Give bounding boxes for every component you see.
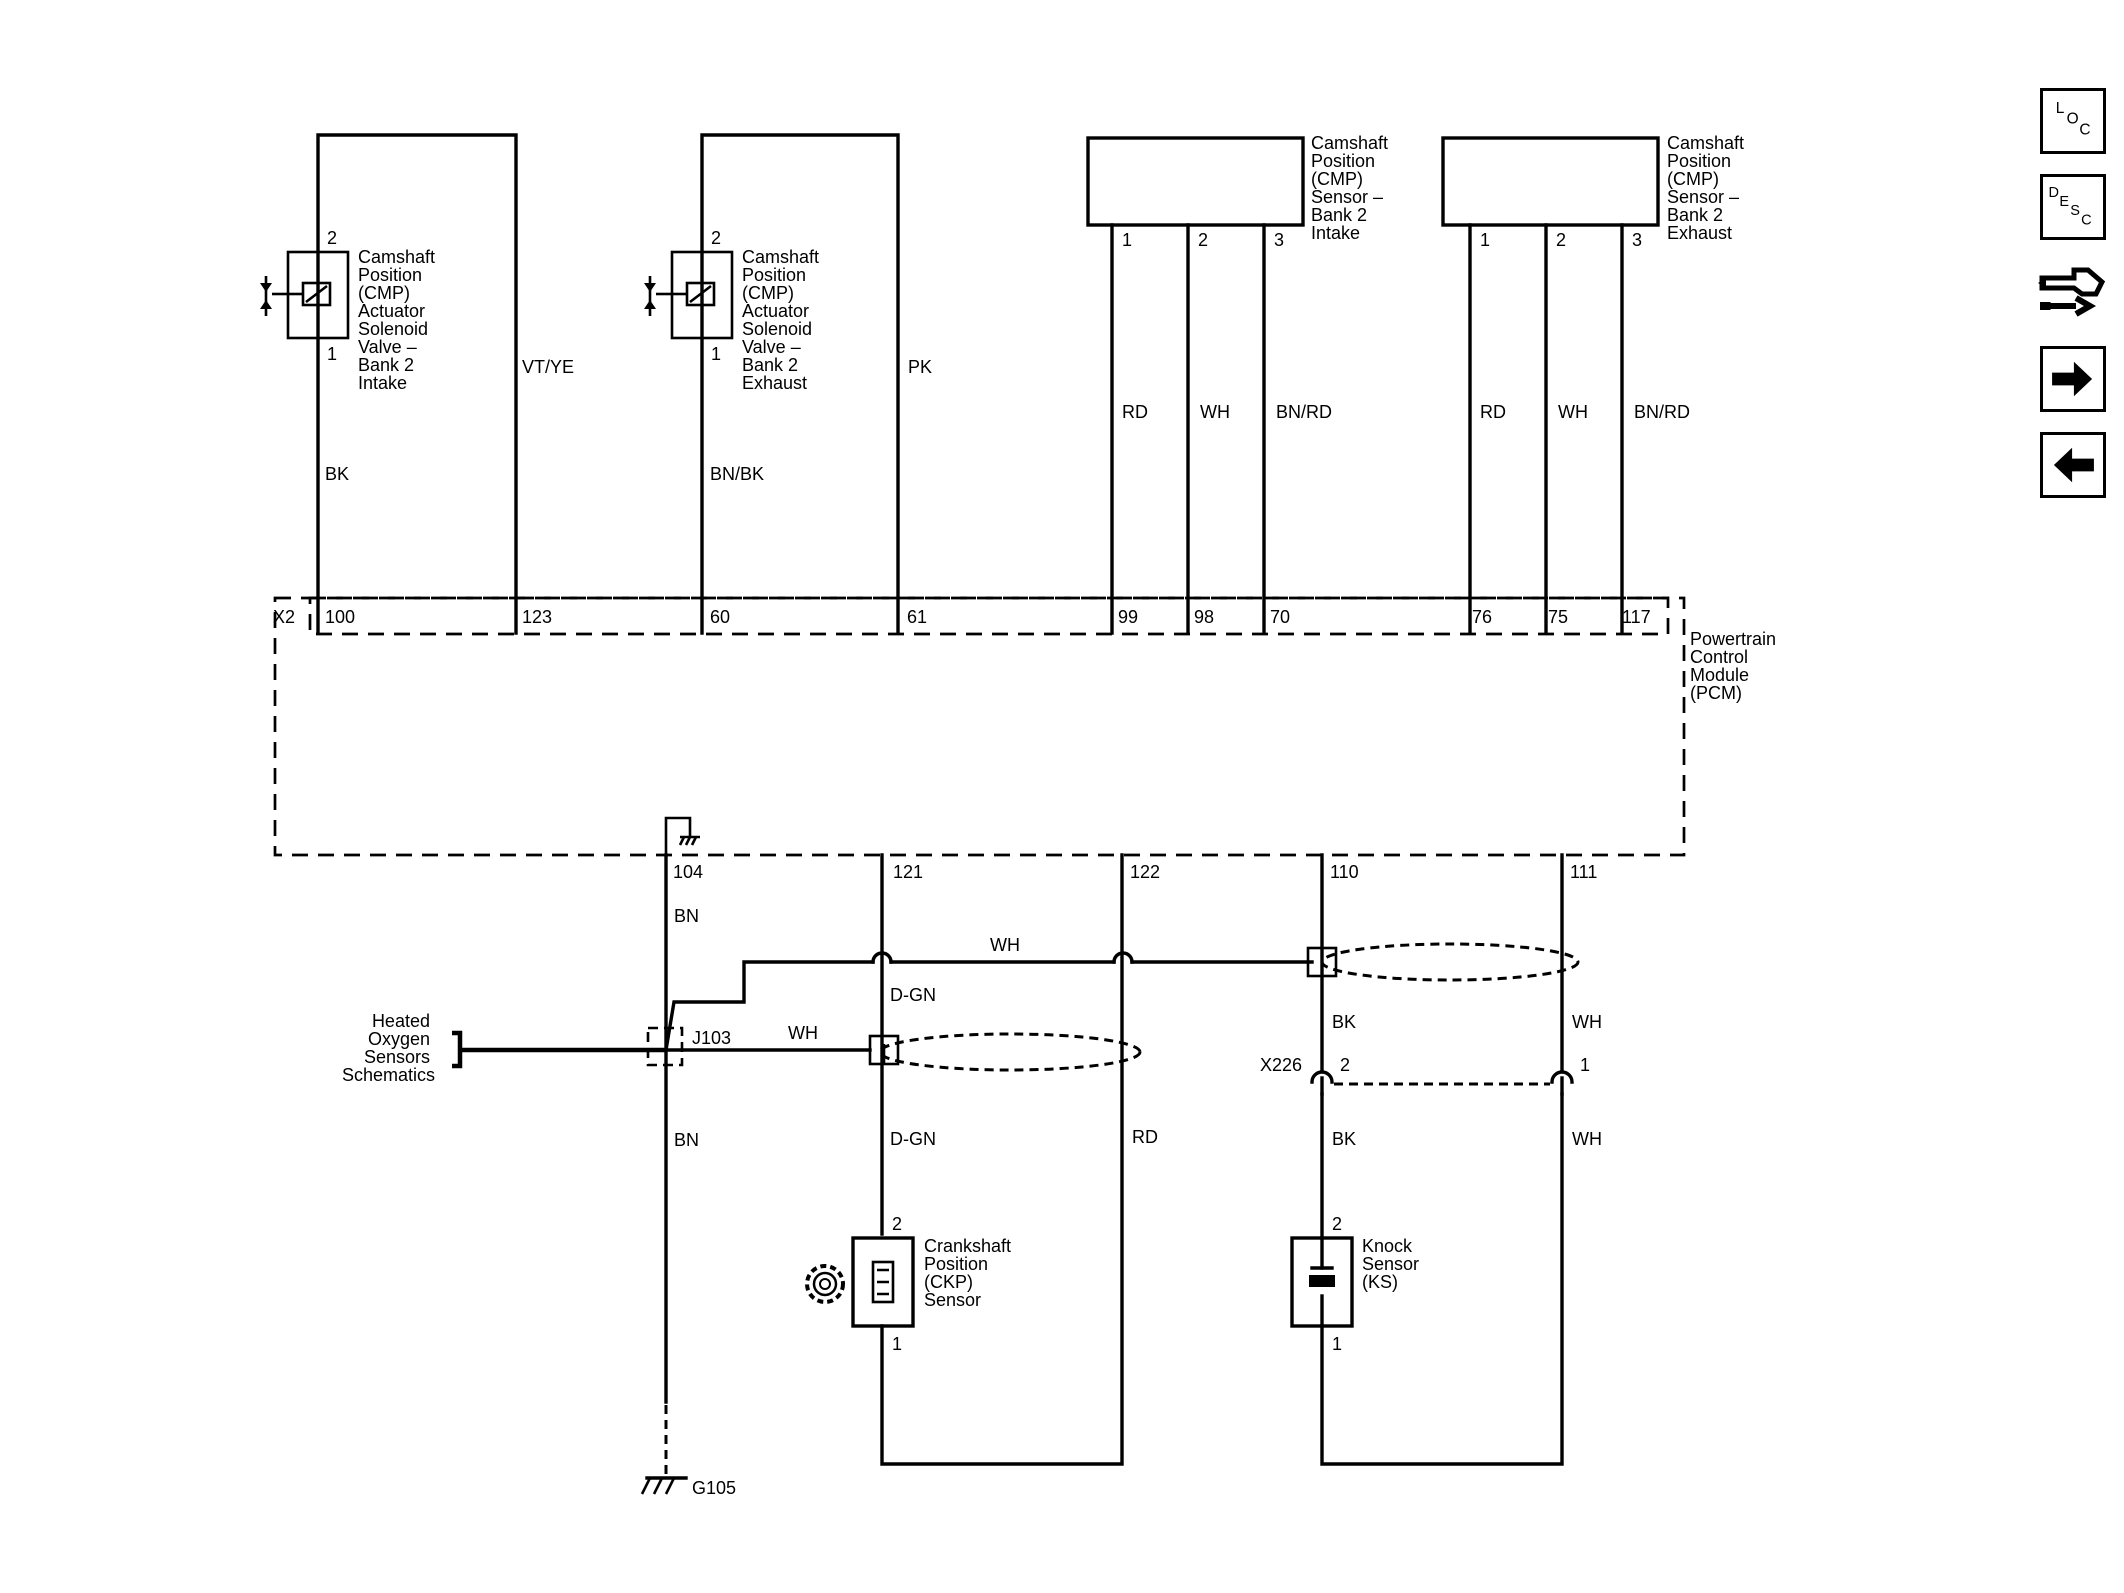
wire-color-label: RD	[1480, 402, 1506, 422]
component-label: Camshaft Position (CMP) Sensor – Bank 2 …	[1311, 133, 1393, 243]
pcm-top-pins: 100 123 60 61 99 98 70 76 75 117	[325, 607, 1651, 627]
pin-label: 2	[1198, 230, 1208, 250]
pulse-width-icon	[644, 276, 672, 316]
svg-text:E: E	[2059, 194, 2069, 210]
location-button[interactable]: L O C	[2040, 88, 2106, 154]
pin-label: 1	[1122, 230, 1132, 250]
pin-label: 123	[522, 607, 552, 627]
component-label: Camshaft Position (CMP) Actuator Solenoi…	[742, 247, 824, 393]
wire-color-label: BN	[674, 1130, 699, 1150]
pin-label: 99	[1118, 607, 1138, 627]
wire-color-label: WH	[1200, 402, 1230, 422]
wire-color-label: WH	[1572, 1012, 1602, 1032]
wire-color-label: BK	[1332, 1129, 1356, 1149]
description-button[interactable]: D E S C	[2040, 174, 2106, 240]
pin-label: 3	[1632, 230, 1642, 250]
pin-label: 1	[1580, 1055, 1590, 1075]
pin-label: 1	[1332, 1334, 1342, 1354]
pin-label: 2	[1340, 1055, 1350, 1075]
component-label: Camshaft Position (CMP) Sensor – Bank 2 …	[1667, 133, 1749, 243]
ground-label: G105	[692, 1478, 736, 1498]
wire-color-label: D-GN	[890, 1129, 936, 1149]
wire-color-label: BN/RD	[1634, 402, 1690, 422]
pin-label: 110	[1330, 862, 1359, 882]
pulse-width-icon	[260, 276, 288, 316]
next-page-button[interactable]	[2040, 346, 2106, 412]
internal-ground-icon	[664, 816, 700, 855]
pcm-module: X2 Powertrain Control Module (PCM)	[273, 596, 1781, 857]
wire-color-label: WH	[788, 1023, 818, 1043]
pin-label: 100	[325, 607, 355, 627]
wire-color-label: WH	[990, 935, 1020, 955]
pin-label: 122	[1130, 862, 1160, 882]
pin-label: 121	[893, 862, 923, 882]
pin-label: 2	[327, 228, 337, 248]
wire-color-label: BN/RD	[1276, 402, 1332, 422]
wire-color-label: RD	[1132, 1127, 1158, 1147]
previous-page-button[interactable]	[2040, 432, 2106, 498]
pin-label: 60	[710, 607, 730, 627]
component-label: Knock Sensor (KS)	[1362, 1236, 1424, 1292]
pin-label: 104	[673, 862, 703, 882]
cmp-sensor-intake: 1 2 3 Camshaft Position (CMP) Sensor – B…	[1086, 133, 1393, 635]
pin-label: 2	[1332, 1214, 1342, 1234]
pin-label: 111	[1570, 862, 1597, 882]
wire-color-label: VT/YE	[522, 357, 574, 377]
pin-label: 3	[1274, 230, 1284, 250]
pcm-bottom-pins: 104 121 122 110 111	[673, 862, 1597, 882]
splice-label: J103	[692, 1028, 731, 1048]
pin-label: 76	[1472, 607, 1492, 627]
svg-text:C: C	[2079, 122, 2090, 139]
svg-text:O: O	[2067, 111, 2079, 128]
wire-color-label: WH	[1572, 1129, 1602, 1149]
pin-label: 1	[892, 1334, 902, 1354]
knock-sensor: X226 2 1 2 1 Knock Sensor (KS) BK WH BK …	[1260, 853, 1602, 1466]
pin-label: 61	[907, 607, 927, 627]
wire-color-label: WH	[1558, 402, 1588, 422]
pcm-label: Powertrain Control Module (PCM)	[1690, 629, 1781, 703]
pin-label: 1	[711, 344, 721, 364]
pin-label: 1	[1480, 230, 1490, 250]
arrow-left-icon	[2053, 447, 2094, 483]
wire-color-label: BK	[325, 464, 349, 484]
ckp-sensor: 2 1 Crankshaft Position (CKP) Sensor D-G…	[805, 853, 1158, 1466]
wire-color-label: BN	[674, 906, 699, 926]
pin-label: 2	[711, 228, 721, 248]
svg-text:C: C	[2081, 212, 2092, 228]
arrow-right-icon	[2052, 361, 2093, 397]
connector-wrench-icon	[2038, 267, 2106, 317]
pin-label: 98	[1194, 607, 1214, 627]
loc-icon: L O C	[2056, 100, 2091, 139]
component-label: Camshaft Position (CMP) Actuator Solenoi…	[358, 247, 440, 393]
pin-label: 2	[892, 1214, 902, 1234]
wire-color-label: BK	[1332, 1012, 1356, 1032]
gear-icon	[805, 1264, 845, 1304]
cmp-actuator-exhaust: 2 1 Camshaft Position (CMP) Actuator Sol…	[644, 133, 932, 635]
connector-label: X226	[1260, 1055, 1302, 1075]
component-label: Crankshaft Position (CKP) Sensor	[924, 1236, 1016, 1310]
cmp-actuator-intake: 2 1 Camshaft Position (CMP) Actuator Sol…	[260, 133, 574, 635]
wire-color-label: D-GN	[890, 985, 936, 1005]
pcm-connector-x2: X2	[273, 607, 295, 627]
cmp-sensor-exhaust: 1 2 3 Camshaft Position (CMP) Sensor – B…	[1441, 133, 1749, 635]
ground-circuit: G105 BN BN J103 Heated Oxygen Sensors Sc…	[342, 816, 1314, 1498]
svg-text:S: S	[2070, 203, 2080, 219]
pin-label: 117	[1622, 607, 1651, 627]
svg-text:D: D	[2048, 185, 2059, 201]
desc-icon: D E S C	[2048, 185, 2092, 228]
pin-label: 75	[1548, 607, 1568, 627]
pin-label: 1	[327, 344, 337, 364]
pin-label: 70	[1270, 607, 1290, 627]
ground-icon	[640, 1476, 688, 1495]
connector-tool-button[interactable]	[2036, 250, 2110, 328]
svg-text:L: L	[2056, 100, 2065, 117]
pin-label: 2	[1556, 230, 1566, 250]
wire-color-label: PK	[908, 357, 932, 377]
wire-color-label: RD	[1122, 402, 1148, 422]
reference-label: Heated Oxygen Sensors Schematics	[342, 1011, 435, 1085]
wire-color-label: BN/BK	[710, 464, 764, 484]
